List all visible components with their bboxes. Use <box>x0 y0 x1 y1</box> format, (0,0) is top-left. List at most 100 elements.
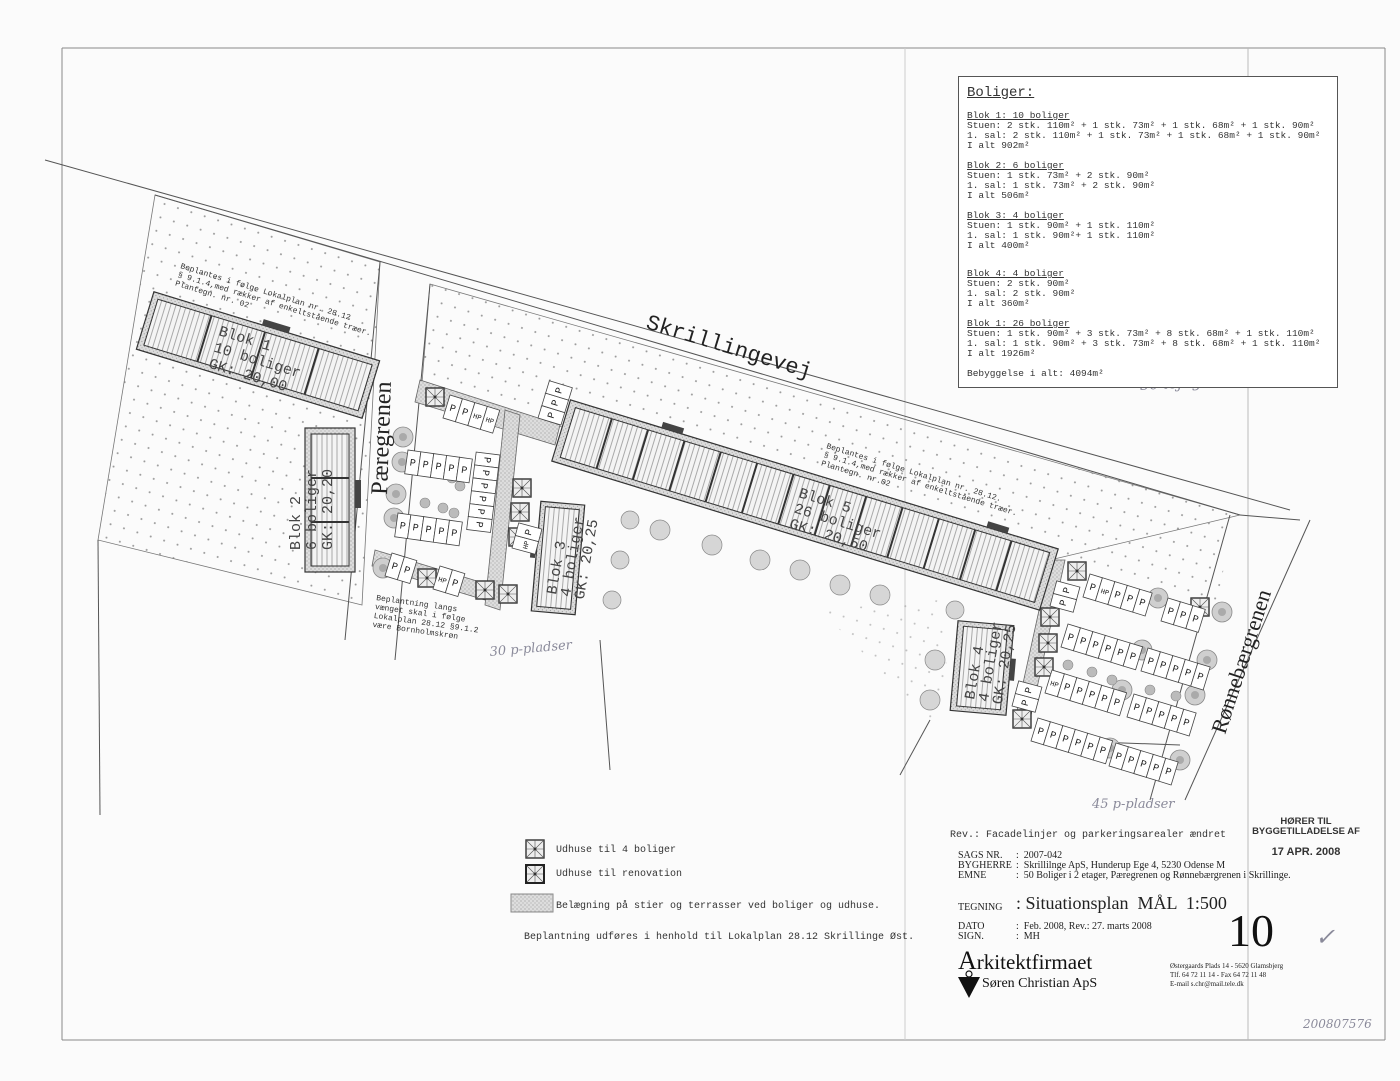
parking-stall-label: P <box>1144 706 1153 718</box>
parking-stall <box>1052 580 1081 601</box>
parking-stall-label: HP <box>472 413 482 423</box>
firm-subtitle: Søren Christian ApS <box>982 976 1098 991</box>
block-total: I alt 1926m² <box>967 348 1036 359</box>
shed-4-units-icon <box>525 839 545 859</box>
parking-stall <box>479 405 501 434</box>
parking-stall-label: P <box>550 399 562 408</box>
paving-swatch-icon <box>510 893 554 913</box>
block-first-floor: 1. sal: 2 stk. 110m² + 1 stk. 73m² + 1 s… <box>967 130 1321 141</box>
block-summary: Blok 3: 4 boliger Stuen: 1 stk. 90m² + 1… <box>967 211 1329 251</box>
parking-stall-label: P <box>1169 714 1178 726</box>
handwritten-checkmark: ✓ <box>1315 923 1335 951</box>
block-summary: Blok 2: 6 boliger Stuen: 1 stk. 73m² + 2… <box>967 161 1329 201</box>
parking-stall-label: P <box>412 523 419 535</box>
block-ground-floor: Stuen: 2 stk. 110m² + 1 stk. 73m² + 1 st… <box>967 120 1315 131</box>
parking-stall-label: P <box>460 466 467 478</box>
parking-stall-label: P <box>1048 730 1057 742</box>
firm-name-text: rkitektfirmaet <box>976 950 1093 974</box>
parking-stall-label: P <box>1128 652 1137 664</box>
parking-stall-label: P <box>1078 636 1087 648</box>
parking-stall-label: P <box>390 562 399 574</box>
parking-stall-label: P <box>1112 698 1121 710</box>
parking-stall-label: P <box>478 469 490 476</box>
parking-stall-label: P <box>409 458 416 470</box>
parking-stall-label: P <box>1164 767 1173 779</box>
parking-stall-label: P <box>1073 738 1082 750</box>
handwritten-archive-number: 200807576 <box>1302 1017 1372 1031</box>
parking-stall-label: P <box>1182 718 1191 730</box>
parking-stall <box>1106 688 1128 717</box>
row-value: 50 Boliger i 2 etager, Pæregrenen og Røn… <box>1023 870 1291 881</box>
building-blok-4 <box>949 620 1016 716</box>
parking-stall-label: P <box>1086 742 1095 754</box>
parking-stall-label: P <box>1146 657 1155 669</box>
parking-stall <box>1132 588 1153 617</box>
parking-stall <box>1092 736 1114 765</box>
block-heading: Blok 4: 4 boliger <box>967 268 1064 279</box>
parking-stall-label: P <box>1098 746 1107 758</box>
row-label: EMNE <box>958 870 987 881</box>
legend-paving: Belægning på stier og terrasser ved boli… <box>556 901 881 912</box>
trees <box>372 426 1233 771</box>
parking-stall-label: P <box>1024 686 1036 695</box>
parking-stall <box>1014 680 1043 701</box>
parking-stall-label: P <box>1103 644 1112 656</box>
address-line: E-mail s.chr@mail.tele.dk <box>1170 980 1244 988</box>
parking-stall-label: P <box>1151 763 1160 775</box>
grand-total: Bebyggelse i alt: 4094m² <box>967 368 1104 379</box>
parking-stall-label: P <box>554 386 566 395</box>
building-blok-3 <box>529 500 586 616</box>
parking-stall-label: P <box>1125 594 1134 606</box>
parking-stall-label: P <box>475 495 487 502</box>
sheet-number: 10 <box>1228 905 1274 956</box>
road-label-paeregrenen: Pæregrenen <box>367 381 397 495</box>
sign-value: MH <box>1023 931 1040 942</box>
block-first-floor: 1. sal: 1 stk. 90m²+ 1 stk. 110m² <box>967 230 1156 241</box>
legend-planting-note: Beplantning udføres i henhold til Lokalp… <box>524 932 915 943</box>
parking-stall-label: P <box>1139 759 1148 771</box>
parking-stall <box>444 569 466 598</box>
firm-initial: A <box>958 946 977 975</box>
address-line: Østergaards Plads 14 - 5620 Glamsbjerg <box>1170 962 1284 970</box>
parking-stall <box>545 380 573 401</box>
legend-swatches <box>510 839 554 913</box>
block-ground-floor: Stuen: 1 stk. 90m² + 1 stk. 110m² <box>967 220 1156 231</box>
parking-stall-label: P <box>1158 660 1167 672</box>
drawing-label: TEGNING <box>958 902 1003 913</box>
shed-waste-icon <box>525 864 545 884</box>
drawing-value: Situationsplan MÅL 1:500 <box>1025 893 1227 913</box>
building-blok-5 <box>551 399 1059 611</box>
parking-stall-label: P <box>437 527 444 539</box>
parking-stall-label: P <box>1166 607 1175 619</box>
parking-stall-label: P <box>1066 633 1075 645</box>
parking-stall-label: P <box>460 407 469 419</box>
parking-stall-label: P <box>1116 648 1125 660</box>
block-first-floor: 1. sal: 1 stk. 73m² + 2 stk. 90m² <box>967 180 1156 191</box>
parking-stall-label: P <box>1059 599 1071 608</box>
block-summary: Blok 1: 26 boliger Stuen: 1 stk. 90m² + … <box>967 319 1329 359</box>
parking-stall-label: P <box>1171 664 1180 676</box>
parking-stall-label: P <box>1091 640 1100 652</box>
parking-stall-label: P <box>472 521 484 528</box>
row-value: 2007-042 <box>1023 850 1063 861</box>
firm-name: Arkitektfirmaet <box>958 948 1092 975</box>
parking-stall-label: P <box>450 529 457 541</box>
parking-stall-label: P <box>447 464 454 476</box>
parking-stall-label: P <box>524 528 536 537</box>
block-summary: Blok 4: 4 boliger Stuen: 2 stk. 90m² 1. … <box>967 269 1329 309</box>
parking-stall <box>1122 642 1144 671</box>
drawing-title: : Situationsplan MÅL 1:500 <box>1016 893 1227 913</box>
firm-logo-icon <box>958 970 980 998</box>
date-sign-rows: DATO: Feb. 2008, Rev.: 27. marts 2008 SI… <box>958 921 1152 942</box>
block-ground-floor: Stuen: 1 stk. 90m² + 3 stk. 73m² + 8 stk… <box>967 328 1315 339</box>
approval-stamp: HØRER TIL BYGGETILLADELSE AF 17 APR. 200… <box>1250 817 1362 859</box>
parking-stall-label: HP <box>437 576 447 586</box>
parking-stall-label: P <box>1061 734 1070 746</box>
parking-stall-label: P <box>435 462 442 474</box>
building-blok-1 <box>135 291 381 419</box>
parking-stall-label: P <box>1075 686 1084 698</box>
parking-stall-label: P <box>1036 727 1045 739</box>
firm-address: Østergaards Plads 14 - 5620 Glamsbjerg T… <box>1170 962 1283 989</box>
parking-stall <box>1185 605 1206 633</box>
